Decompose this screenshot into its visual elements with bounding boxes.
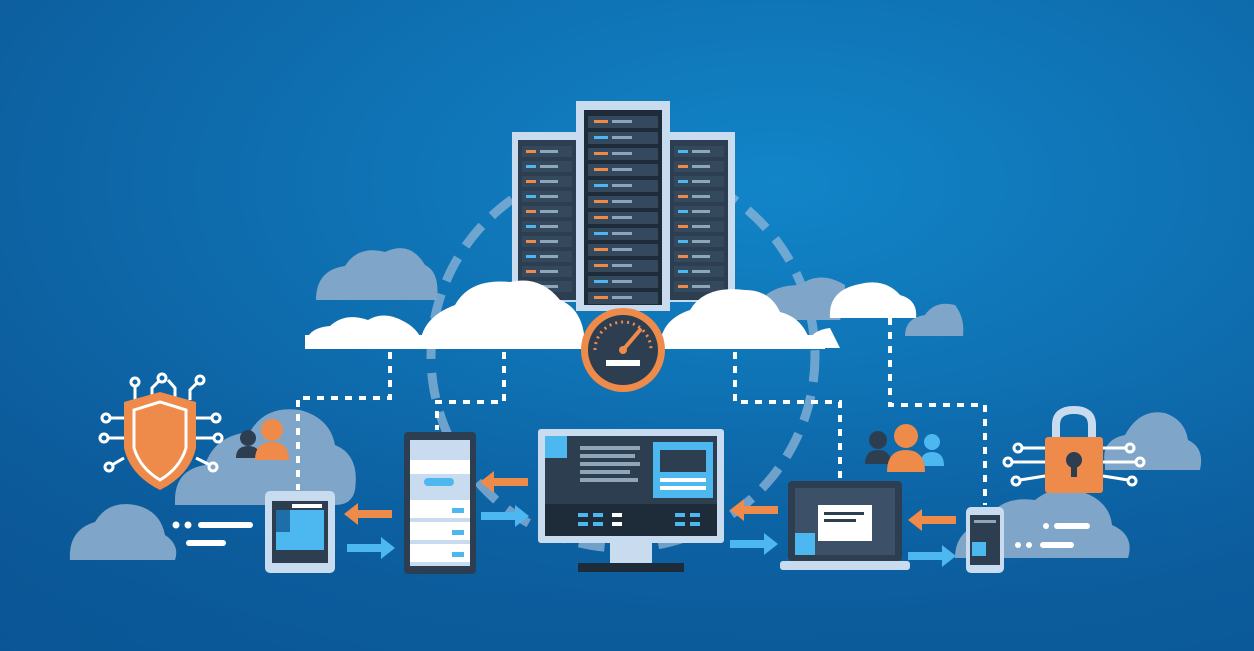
tower-server-icon bbox=[404, 432, 476, 574]
monitor-icon bbox=[538, 429, 724, 572]
arrow-right-icon bbox=[908, 545, 956, 567]
arrows bbox=[344, 471, 956, 567]
dash-lines-right bbox=[1015, 523, 1090, 548]
arrow-left-icon bbox=[480, 471, 528, 493]
shield-icon bbox=[98, 372, 224, 490]
dash-lines-left bbox=[172, 521, 253, 546]
users-icon-right bbox=[865, 424, 944, 472]
speedometer-icon bbox=[581, 308, 665, 392]
arrow-right-icon bbox=[347, 537, 395, 559]
arrow-left-icon bbox=[730, 499, 778, 521]
padlock-icon bbox=[1002, 405, 1146, 493]
users-icon bbox=[236, 419, 289, 460]
arrow-right-icon bbox=[481, 505, 529, 527]
front-clouds bbox=[305, 280, 917, 349]
smartphone-icon bbox=[966, 507, 1004, 573]
tablet-icon bbox=[265, 491, 335, 573]
arrow-left-icon bbox=[344, 503, 392, 525]
server-rack-icon bbox=[512, 101, 735, 311]
connectors bbox=[296, 318, 987, 505]
arrow-left-icon bbox=[908, 509, 956, 531]
arrow-right-icon bbox=[730, 533, 778, 555]
laptop-icon bbox=[780, 481, 910, 570]
